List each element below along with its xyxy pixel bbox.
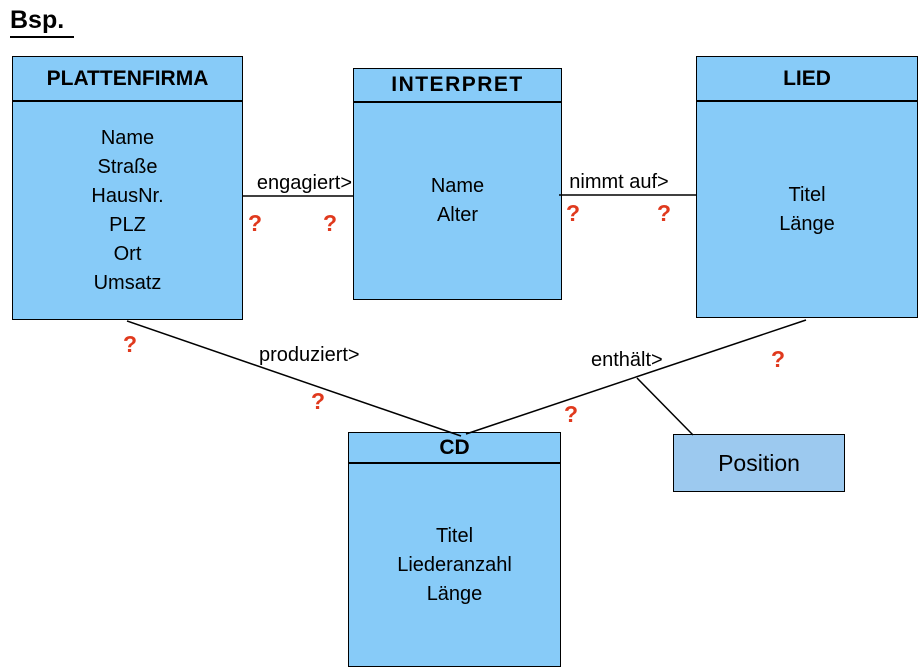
cardinality-question-mark: ? [657, 200, 672, 226]
cardinality-question-mark: ? [123, 331, 138, 357]
entity-attribute: Ort [113, 242, 142, 265]
entity-attribute: Name [430, 175, 485, 197]
entity-lied: LIED Titel Länge [696, 56, 918, 318]
entity-cd: CD Titel Liederanzahl Länge [348, 432, 561, 667]
entity-attribute: Titel [435, 524, 474, 547]
entity-attribute: Länge [779, 212, 835, 235]
page-title: Bsp. [10, 6, 75, 38]
entity-lied-attributes: Titel Länge [696, 101, 918, 318]
entity-attribute: Liederanzahl [397, 553, 512, 576]
entity-cd-title: CD [348, 432, 561, 463]
entity-cd-attributes: Titel Liederanzahl Länge [348, 463, 561, 667]
relationship-label-engagiert: engagiert> [256, 172, 352, 194]
relationship-line-produziert [126, 320, 462, 437]
entity-plattenfirma-title: PLATTENFIRMA [12, 56, 243, 101]
cardinality-question-mark: ? [248, 210, 263, 236]
cardinality-question-mark: ? [564, 401, 579, 427]
entity-attribute: HausNr. [91, 184, 164, 207]
cardinality-question-mark: ? [771, 346, 786, 372]
entity-plattenfirma: PLATTENFIRMA Name Straße HausNr. PLZ Ort… [12, 56, 243, 320]
entity-attribute: Alter [436, 204, 479, 226]
relationship-line-enthaelt [465, 319, 807, 435]
entity-plattenfirma-attributes: Name Straße HausNr. PLZ Ort Umsatz [12, 101, 243, 320]
entity-attribute: Straße [97, 155, 158, 178]
relationship-label-produziert: produziert> [259, 344, 360, 366]
relationship-label-nimmt-auf: nimmt auf> [569, 171, 669, 193]
attribute-box-position: Position [673, 434, 845, 492]
relationship-label-enthaelt: enthält> [591, 349, 663, 371]
cardinality-question-mark: ? [566, 200, 581, 226]
entity-interpret: INTERPRET Name Alter [353, 68, 562, 300]
entity-interpret-attributes: Name Alter [353, 102, 562, 300]
entity-attribute: Name [100, 126, 155, 149]
cardinality-question-mark: ? [323, 210, 338, 236]
entity-attribute: PLZ [109, 213, 146, 236]
entity-attribute: Titel [788, 183, 826, 206]
entity-interpret-title: INTERPRET [353, 68, 562, 102]
cardinality-question-mark: ? [311, 388, 326, 414]
entity-lied-title: LIED [696, 56, 918, 101]
attribute-connector-position [636, 377, 694, 436]
entity-attribute: Länge [426, 582, 483, 605]
entity-attribute: Umsatz [93, 271, 162, 294]
